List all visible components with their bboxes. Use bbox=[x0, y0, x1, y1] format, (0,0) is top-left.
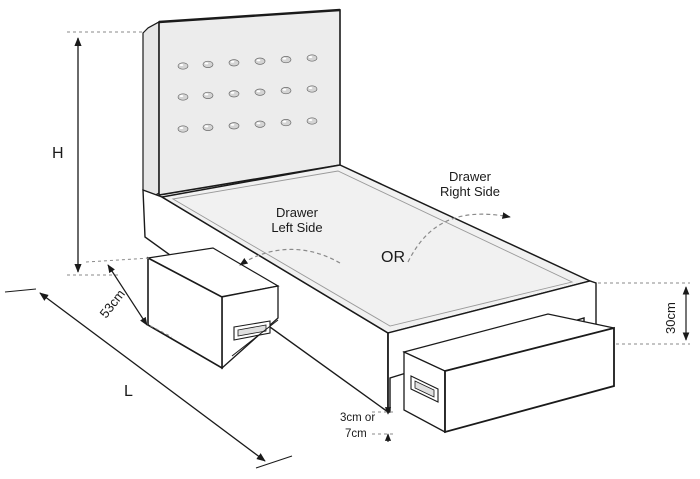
tuft-button bbox=[254, 120, 266, 128]
left-side-label-line2: Left Side bbox=[271, 220, 322, 235]
headboard-buttons bbox=[177, 54, 318, 133]
tuft-button-highlight bbox=[179, 95, 184, 97]
right-side-label-line1: Drawer bbox=[449, 169, 492, 184]
tuft-button bbox=[202, 91, 214, 99]
tuft-button bbox=[228, 59, 240, 67]
tuft-button bbox=[228, 122, 240, 130]
tuft-button bbox=[254, 88, 266, 96]
tuft-button-highlight bbox=[204, 62, 209, 65]
tuft-button-highlight bbox=[256, 90, 261, 93]
tuft-button-highlight bbox=[230, 91, 235, 94]
headboard bbox=[142, 8, 341, 198]
tuft-button bbox=[254, 57, 266, 65]
tuft-button-highlight bbox=[308, 87, 313, 89]
tuft-button-highlight bbox=[230, 123, 235, 126]
tuft-button-highlight bbox=[179, 127, 184, 129]
tuft-button-highlight bbox=[204, 125, 209, 128]
tuft-button bbox=[306, 117, 318, 125]
tuft-button bbox=[202, 123, 214, 131]
tuft-button bbox=[280, 56, 292, 64]
tuft-button-highlight bbox=[308, 119, 313, 121]
dimension-lines bbox=[4, 31, 690, 469]
tuft-button bbox=[306, 54, 318, 62]
base-height-label: 30cm bbox=[663, 302, 678, 334]
tuft-button-highlight bbox=[256, 122, 261, 125]
clearance-label-line1: 3cm or bbox=[340, 412, 375, 424]
tuft-button bbox=[202, 60, 214, 68]
tuft-button-highlight bbox=[179, 64, 184, 66]
tuft-button-highlight bbox=[256, 59, 261, 62]
tuft-button-highlight bbox=[282, 88, 287, 91]
right-side-label-line2: Right Side bbox=[440, 184, 500, 199]
tuft-button-highlight bbox=[282, 57, 287, 60]
drawer-depth-label: 53cm bbox=[97, 287, 128, 321]
drawer-swing-arrows bbox=[239, 212, 511, 266]
tuft-button bbox=[177, 125, 189, 133]
length-label: L bbox=[124, 383, 133, 400]
tuft-button bbox=[177, 62, 189, 70]
tuft-button bbox=[306, 85, 318, 93]
tuft-button bbox=[280, 119, 292, 127]
clearance-label-line2: 7cm bbox=[345, 428, 367, 440]
tuft-button bbox=[228, 90, 240, 98]
tuft-button bbox=[280, 87, 292, 95]
tuft-button-highlight bbox=[230, 60, 235, 63]
or-label: OR bbox=[381, 249, 405, 266]
height-label: H bbox=[52, 145, 64, 162]
tuft-button-highlight bbox=[308, 56, 313, 58]
left-side-label-line1: Drawer bbox=[276, 205, 319, 220]
right-drawer bbox=[402, 313, 615, 434]
tuft-button bbox=[177, 93, 189, 101]
tuft-button-highlight bbox=[282, 120, 287, 123]
tuft-button-highlight bbox=[204, 93, 209, 96]
